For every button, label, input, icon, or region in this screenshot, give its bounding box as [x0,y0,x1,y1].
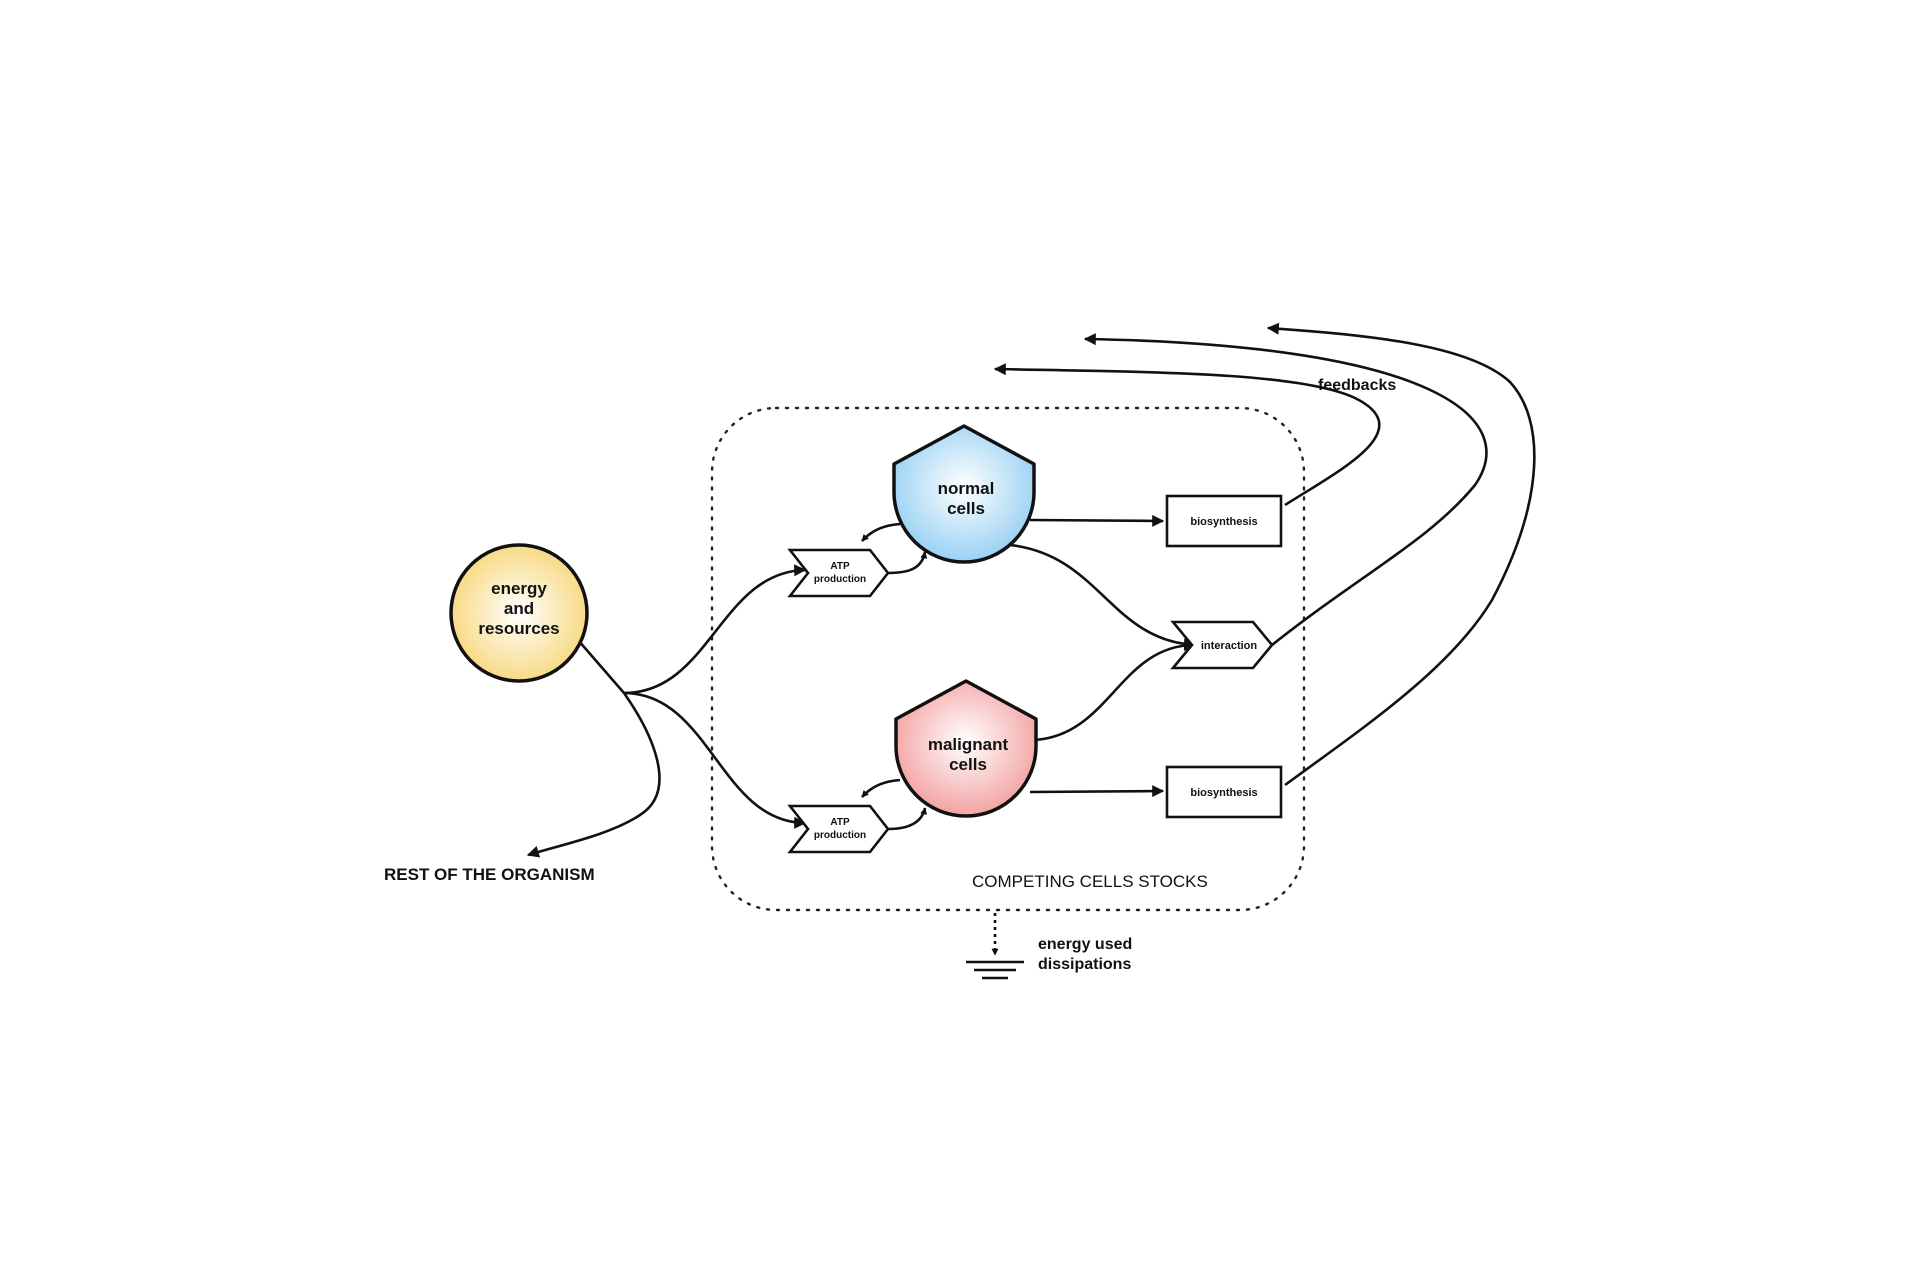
atp-production-top: ATP production [787,548,890,598]
feedback-from-interaction [1083,333,1488,647]
energy-label-line2: and [504,599,534,618]
atp-top-label-line2: production [814,574,866,585]
atp-bottom-label-line2: production [814,830,866,841]
interaction-label: interaction [1201,640,1258,652]
interaction-node: interaction [1170,620,1274,670]
feedback-from-bottom-biosynthesis [1266,322,1536,787]
malignant-to-atp-bottom-arrow [861,778,901,798]
energy-label-line3: resources [478,619,559,638]
normal-cells-label-line2: cells [947,499,985,518]
normal-cells-label-line1: normal [938,479,995,498]
atp-top-label-line1: ATP [830,561,850,572]
malignant-cells-label-line1: malignant [928,735,1009,754]
rest-of-organism-label: REST OF THE ORGANISM [384,865,595,884]
feedbacks-label: feedbacks [1318,377,1396,394]
energy-resources-node: energy and resources [449,543,589,683]
competing-cells-label: COMPETING CELLS STOCKS [972,872,1208,891]
biosynthesis-bottom: biosynthesis [1165,765,1283,819]
flow-to-atp-bottom [623,691,807,829]
normal-to-atp-top-arrow [861,522,901,542]
malignant-to-biosynthesis-arrow [1029,785,1165,798]
biosynthesis-top: biosynthesis [1165,494,1283,548]
competing-cells-region [710,406,1306,912]
malignant-cells-label-line2: cells [949,755,987,774]
biosynthesis-top-label: biosynthesis [1190,516,1257,528]
atp-production-bottom: ATP production [787,804,890,854]
normal-to-biosynthesis-arrow [1029,514,1165,527]
normal-cells-node: normal cells [892,424,1036,564]
feedback-from-top-biosynthesis [993,363,1381,507]
energy-outflow-line [577,639,625,694]
malignant-cells-node: malignant cells [894,679,1038,818]
ground-icon [966,960,1024,980]
rest-of-organism-arrow [526,692,661,858]
malignant-to-interaction-arrow [1034,639,1197,742]
dissipation-label-line2: dissipations [1038,956,1131,973]
dissipation-label-line1: energy used [1038,936,1132,953]
biosynthesis-bottom-label: biosynthesis [1190,787,1257,799]
atp-bottom-label-line1: ATP [830,817,850,828]
atp-bottom-to-malignant-arrow [887,807,928,831]
normal-to-interaction-arrow [1009,543,1197,651]
energy-label-line1: energy [491,579,547,598]
flow-to-atp-top [623,564,807,695]
atp-top-to-normal-arrow [887,551,928,575]
